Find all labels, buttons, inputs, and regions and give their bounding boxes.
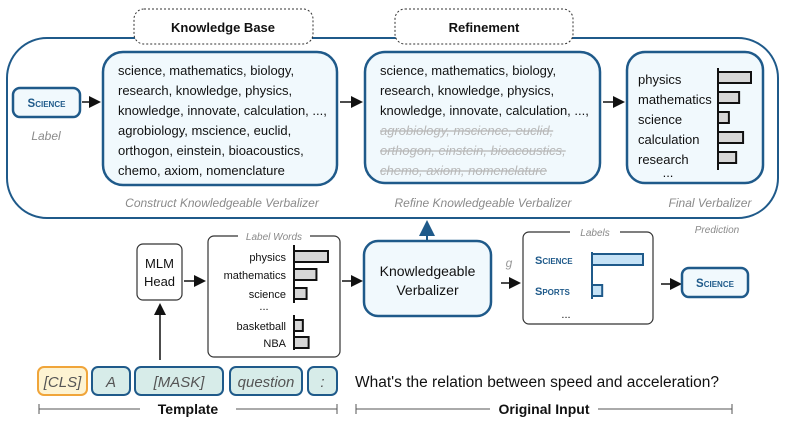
template-token-text: A [105, 374, 116, 391]
label-science-box: Science [11, 86, 82, 119]
final-word: physics [638, 72, 682, 87]
prediction-label: Science [696, 278, 735, 290]
label-word: physics [249, 252, 286, 264]
refinement-title: Refinement [449, 20, 520, 35]
template-token [134, 366, 224, 396]
class-label: Sports [535, 286, 571, 298]
construct-word-line: knowledge, innovate, calculation, ..., [118, 103, 327, 118]
construct-word-line: science, mathematics, biology, [118, 63, 294, 78]
class-score-bar [591, 284, 604, 297]
label-word: basketball [236, 321, 286, 333]
construct-word-line: agrobiology, mscience, euclid, [118, 123, 291, 138]
label-word-bar [293, 336, 310, 349]
refine-word-line: research, knowledge, physics, [380, 83, 554, 98]
label-words-title: Label Words [246, 232, 302, 243]
input-sentence: What's the relation between speed and ac… [355, 374, 719, 391]
template-span [38, 404, 338, 414]
knowledge-base-tag: Knowledge Base [133, 8, 314, 45]
label-words-ellipsis: ... [259, 301, 268, 313]
labels-box [522, 231, 654, 325]
construct-caption: Construct Knowledgeable Verbalizer [125, 196, 320, 210]
final-ellipsis: ... [663, 165, 674, 180]
mlm-head-line1: MLM [145, 256, 174, 271]
label-word: NBA [263, 338, 286, 350]
final-word-bar [717, 91, 741, 104]
label-word-bar [293, 268, 318, 281]
labels-title: Labels [580, 228, 609, 239]
prediction-caption: Prediction [695, 225, 740, 236]
label-word: mathematics [224, 270, 287, 282]
refine-caption: Refine Knowledgeable Verbalizer [395, 196, 573, 210]
final-word-bar [717, 151, 738, 164]
label-caption: Label [31, 129, 61, 143]
final-word-bar [717, 131, 745, 144]
kv-line2: Verbalizer [396, 282, 459, 298]
label-word-bar [293, 287, 308, 300]
template-token [91, 366, 131, 396]
construct-word-line: chemo, axiom, nomenclature [118, 163, 285, 178]
mlm-head-line2: Head [144, 274, 175, 289]
kv-line1: Knowledgeable [380, 263, 476, 279]
label-word: science [249, 289, 286, 301]
removed-word-line: orthogon, einstein, bioacoustics, [380, 143, 566, 158]
template-token [307, 366, 338, 396]
template-token-text: question [238, 374, 295, 391]
label-word-bar [293, 250, 329, 263]
final-word: research [638, 152, 689, 167]
final-verbalizer-box [625, 50, 765, 185]
final-word: mathematics [638, 92, 712, 107]
original-input-label: Original Input [499, 401, 590, 417]
template-token [37, 366, 88, 396]
labels-ellipsis: ... [561, 309, 570, 321]
removed-word-line: agrobiology, mscience, euclid, [380, 123, 553, 138]
final-word-bar [717, 71, 752, 84]
template-token-text: : [320, 374, 324, 391]
knowledge-base-title: Knowledge Base [171, 20, 275, 35]
refine-verbalizer-box [363, 50, 602, 185]
construct-word-line: research, knowledge, physics, [118, 83, 292, 98]
mlm-head-box: MLM Head [136, 243, 183, 301]
knowledgeable-verbalizer-box: Knowledgeable Verbalizer [362, 239, 493, 318]
construct-word-line: orthogon, einstein, bioacoustics, [118, 143, 304, 158]
original-input-span [355, 404, 733, 414]
prediction-science-box: Science [680, 266, 750, 299]
class-label: Science [535, 255, 573, 267]
template-token-text: [MASK] [153, 374, 206, 391]
final-word-bar [717, 111, 730, 124]
refinement-tag: Refinement [394, 8, 574, 45]
construct-verbalizer-box [101, 50, 339, 187]
class-score-bar [591, 253, 644, 266]
final-caption: Final Verbalizer [669, 196, 753, 210]
label-text: Science [28, 98, 67, 110]
refine-word-line: science, mathematics, biology, [380, 63, 556, 78]
removed-word-line: chemo, axiom, nomenclature [380, 163, 547, 178]
g-function-label: g [506, 256, 513, 270]
final-word: calculation [638, 132, 699, 147]
template-token [229, 366, 303, 396]
template-label: Template [158, 401, 219, 417]
label-word-bar [293, 319, 304, 332]
final-word: science [638, 112, 682, 127]
refine-word-line: knowledge, innovate, calculation, ..., [380, 103, 589, 118]
template-token-text: [CLS] [43, 374, 82, 391]
